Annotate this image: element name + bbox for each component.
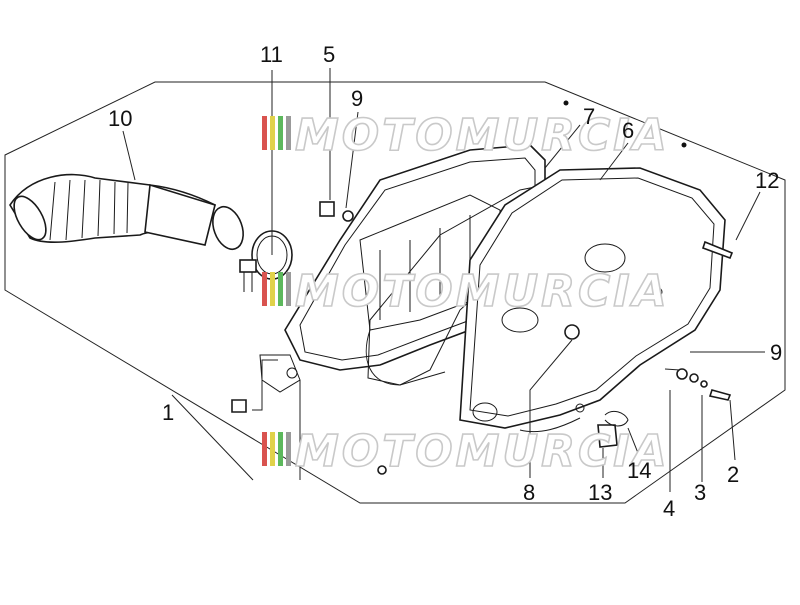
screw-12	[701, 240, 734, 260]
callout-label: 8	[523, 480, 535, 505]
dot-marker-2	[681, 142, 687, 148]
callout-label: 1	[162, 400, 174, 425]
callout-label: 9	[351, 86, 363, 111]
leader-lines	[122, 68, 765, 492]
callout-label: 10	[108, 106, 132, 131]
screw-head	[564, 324, 580, 340]
callout-label: 14	[627, 458, 651, 483]
callout-label: 12	[755, 168, 779, 193]
watermark-middle: MOTOMURCIA	[262, 265, 670, 318]
callout-label: 2	[727, 462, 739, 487]
callout-label: 4	[663, 496, 675, 521]
callout-label: 5	[323, 42, 335, 67]
watermark-top: MOTOMURCIA	[262, 109, 670, 162]
vent-tube	[365, 329, 581, 433]
drain-clamp	[604, 410, 629, 427]
callout-label: 9	[770, 340, 782, 365]
watermark-bottom: MOTOMURCIA	[262, 425, 670, 478]
washer	[342, 210, 354, 222]
dot-marker-1	[563, 100, 569, 106]
intake-duct	[9, 173, 244, 251]
assembly-outline	[4, 81, 786, 504]
watermark-text: MOTOMURCIA	[295, 426, 670, 477]
clip-nut	[319, 201, 335, 217]
watermark-text: MOTOMURCIA	[295, 266, 670, 317]
callout-label: 6	[622, 118, 634, 143]
drain-plug	[597, 424, 618, 448]
callout-label: 11	[260, 42, 283, 67]
cover-screw-assembly	[676, 368, 732, 401]
callout-label: 3	[694, 480, 706, 505]
bolt-lower-left	[231, 399, 247, 413]
hole-bottom	[377, 465, 387, 475]
callout-label: 7	[583, 104, 595, 129]
callout-label: 13	[588, 480, 612, 505]
watermark-text: MOTOMURCIA	[295, 110, 670, 161]
